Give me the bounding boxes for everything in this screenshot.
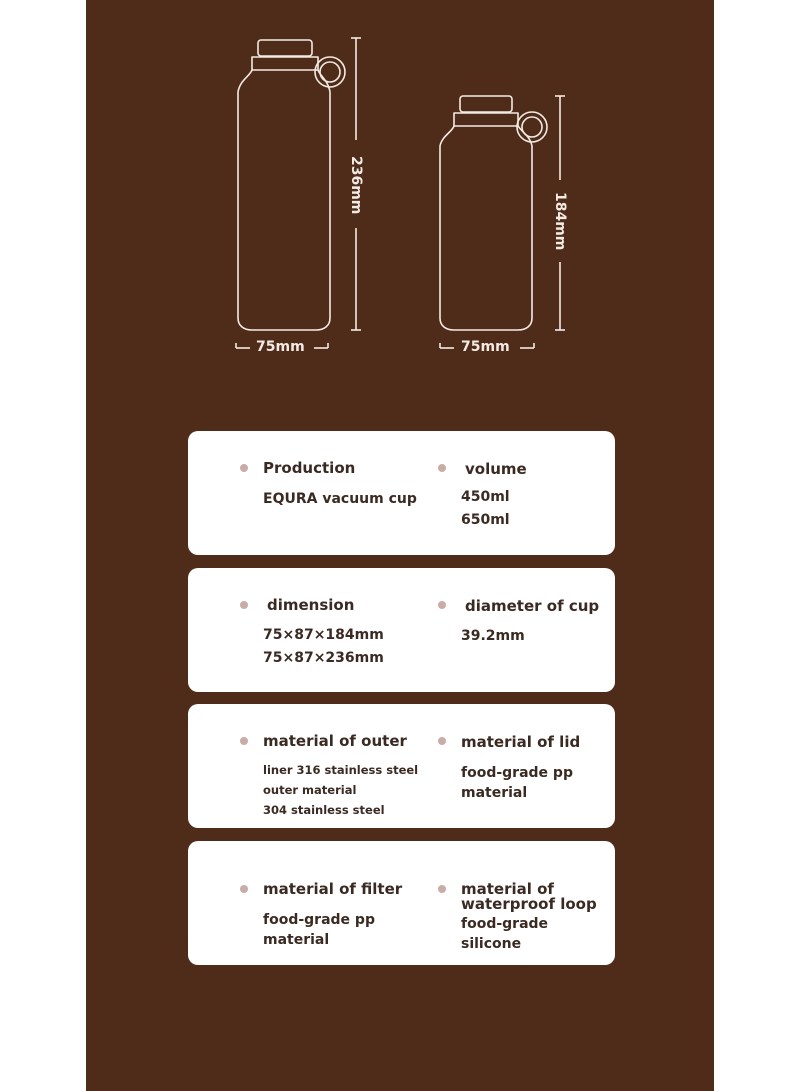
loop-material-value-2: silicone	[461, 936, 522, 952]
outer-material-value-2: outer material	[263, 783, 357, 797]
loop-material-label-line-2: waterproof loop	[461, 895, 597, 913]
loop-material-label-line-1: material of	[461, 880, 554, 898]
production-label: Production	[263, 459, 356, 477]
spec-card-production-volume: Production EQURA vacuum cup volume 450ml…	[188, 431, 615, 555]
spec-card-outer-lid: material of outer liner 316 stainless st…	[188, 704, 615, 828]
diameter-label: diameter of cup	[465, 597, 600, 615]
spec-card-dimension-diameter: dimension 75×87×184mm 75×87×236mm diamet…	[188, 568, 615, 692]
volume-label: volume	[465, 460, 527, 478]
dimension-label: dimension	[267, 596, 355, 614]
outer-material-label: material of outer	[263, 732, 407, 750]
filter-material-value-1: food-grade pp	[263, 912, 375, 928]
bottle-dimension-drawing	[235, 37, 565, 349]
bullet-icon	[438, 737, 446, 745]
large-height-dimension-line	[351, 37, 361, 331]
large-height-label: 236mm	[348, 156, 364, 215]
diameter-value: 39.2mm	[461, 628, 525, 644]
volume-value-1: 450ml	[461, 489, 510, 505]
filter-material-label: material of filter	[263, 880, 403, 898]
bullet-icon	[240, 464, 248, 472]
bullet-icon	[240, 737, 248, 745]
loop-material-value-1: food-grade	[461, 916, 549, 932]
production-value: EQURA vacuum cup	[263, 491, 417, 507]
bullet-icon	[438, 885, 446, 893]
outer-material-value-3: 304 stainless steel	[263, 803, 385, 817]
small-height-label: 184mm	[552, 192, 568, 251]
large-width-dimension-line	[235, 343, 329, 349]
bullet-icon	[438, 601, 446, 609]
large-width-label: 75mm	[256, 339, 305, 355]
small-width-label: 75mm	[461, 339, 510, 355]
outer-material-value-1: liner 316 stainless steel	[263, 763, 419, 777]
lid-material-label: material of lid	[461, 733, 581, 751]
small-height-dimension-line	[555, 95, 565, 331]
volume-value-2: 650ml	[461, 512, 510, 528]
bullet-icon	[240, 885, 248, 893]
lid-material-value-1: food-grade pp	[461, 765, 573, 781]
large-bottle-outline	[237, 39, 346, 331]
lid-material-value-2: material	[461, 785, 528, 801]
dimension-value-2: 75×87×236mm	[263, 650, 384, 666]
small-width-dimension-line	[439, 343, 535, 349]
bullet-icon	[438, 464, 446, 472]
filter-material-value-2: material	[263, 932, 330, 948]
small-bottle-outline	[439, 95, 548, 331]
dimension-value-1: 75×87×184mm	[263, 627, 384, 643]
bullet-icon	[240, 601, 248, 609]
spec-card-filter-loop: material of filter food-grade pp materia…	[188, 841, 615, 965]
